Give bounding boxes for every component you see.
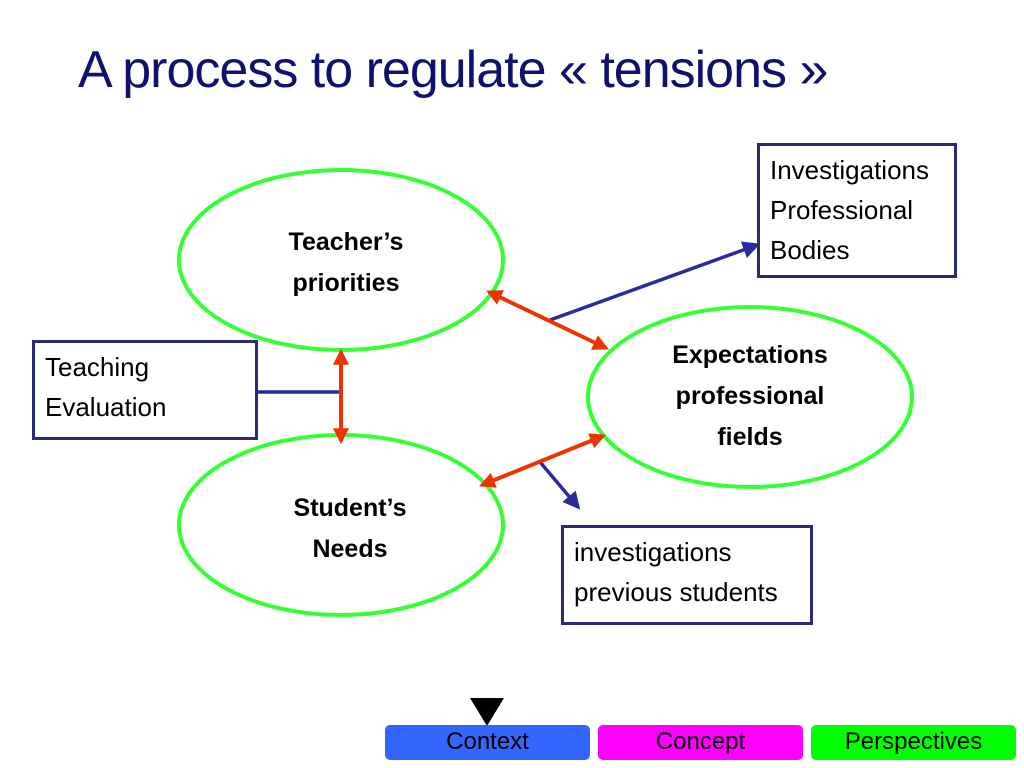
tension-arrow-teacher-expectations	[486, 290, 609, 350]
nav-tab-perspectives[interactable]: Perspectives	[811, 725, 1016, 760]
box-text-line: Teaching	[45, 352, 150, 382]
investigations-professional-bodies-box: Investigations Professional Bodies	[757, 143, 957, 278]
arrow-to-previous-students	[538, 460, 581, 510]
node-text-line: Expectations	[672, 341, 828, 369]
box-text-line: Investigations	[770, 155, 929, 185]
box-text-line: Bodies	[770, 235, 850, 265]
nav-tab-concept[interactable]: Concept	[598, 725, 803, 760]
box-text-line: Evaluation	[45, 392, 167, 422]
box-text-line: previous students	[574, 577, 778, 607]
students-needs-label: Student’s Needs	[250, 488, 450, 570]
node-text-line: professional	[675, 382, 825, 410]
investigations-previous-students-box: investigations previous students	[561, 525, 813, 625]
node-text-line: Teacher’s	[288, 228, 404, 256]
node-text-line: priorities	[292, 269, 400, 297]
expectations-ellipse	[586, 305, 914, 489]
expectations-label: Expectations professional fields	[650, 335, 850, 458]
node-text-line: Needs	[312, 535, 388, 563]
tension-arrow-student-expectations	[479, 433, 606, 488]
current-section-marker-icon	[470, 698, 504, 726]
teachers-priorities-label: Teacher’s priorities	[246, 222, 446, 304]
node-text-line: fields	[717, 423, 783, 451]
nav-tab-context[interactable]: Context	[385, 725, 590, 760]
node-text-line: Student’s	[293, 494, 407, 522]
box-text-line: Professional	[770, 195, 914, 225]
teaching-evaluation-box: Teaching Evaluation	[32, 340, 258, 440]
box-text-line: investigations	[574, 537, 732, 567]
slide-title: A process to regulate « tensions »	[78, 41, 828, 99]
